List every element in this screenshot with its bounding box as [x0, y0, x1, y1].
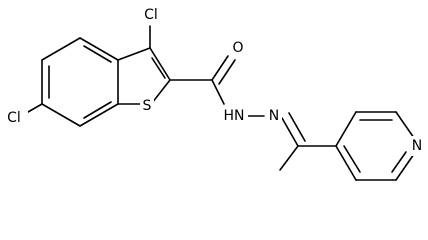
bond: [117, 47, 151, 61]
sulfur-label: S: [143, 98, 152, 114]
bond: [335, 145, 357, 181]
thiophene-ring: [117, 47, 171, 105]
hn-label: HN: [224, 108, 245, 124]
structure-svg: Cl Cl O S HN N N: [0, 5, 426, 181]
imine-nitrogen-label: N: [269, 108, 279, 124]
bond-methyl: [279, 145, 299, 171]
bond-imine: [288, 112, 306, 142]
oxygen-label: O: [232, 40, 243, 56]
bond: [41, 37, 81, 61]
molecule-diagram: Cl Cl O S HN N N: [0, 5, 426, 181]
bond-c6-cl: [27, 103, 43, 113]
double-bond-inner: [151, 57, 166, 79]
bond: [211, 79, 225, 105]
double-bond-inner: [83, 45, 112, 63]
pyridine-ring: [335, 111, 415, 181]
atom-labels: Cl Cl O S HN N N: [0, 5, 426, 156]
chlorine-label-left: Cl: [7, 110, 21, 126]
bond: [79, 103, 119, 127]
benzene-ring: [41, 37, 119, 127]
bond: [395, 111, 415, 139]
chlorine-label-top: Cl: [144, 7, 158, 23]
amide-group: [169, 55, 236, 105]
bond: [41, 103, 81, 127]
double-bond-inner: [83, 101, 112, 119]
hydrazone-group: [245, 112, 337, 171]
bond-imine: [281, 117, 299, 147]
pyridine-nitrogen-label: N: [412, 138, 422, 154]
bond: [335, 111, 357, 147]
bond: [395, 153, 415, 181]
bond: [151, 79, 171, 104]
bond-carbonyl: [218, 59, 236, 85]
bond: [79, 37, 119, 61]
double-bond-inner: [391, 151, 407, 173]
bond: [149, 47, 171, 81]
bond-carbonyl: [211, 55, 229, 81]
double-bond-inner: [343, 145, 361, 173]
